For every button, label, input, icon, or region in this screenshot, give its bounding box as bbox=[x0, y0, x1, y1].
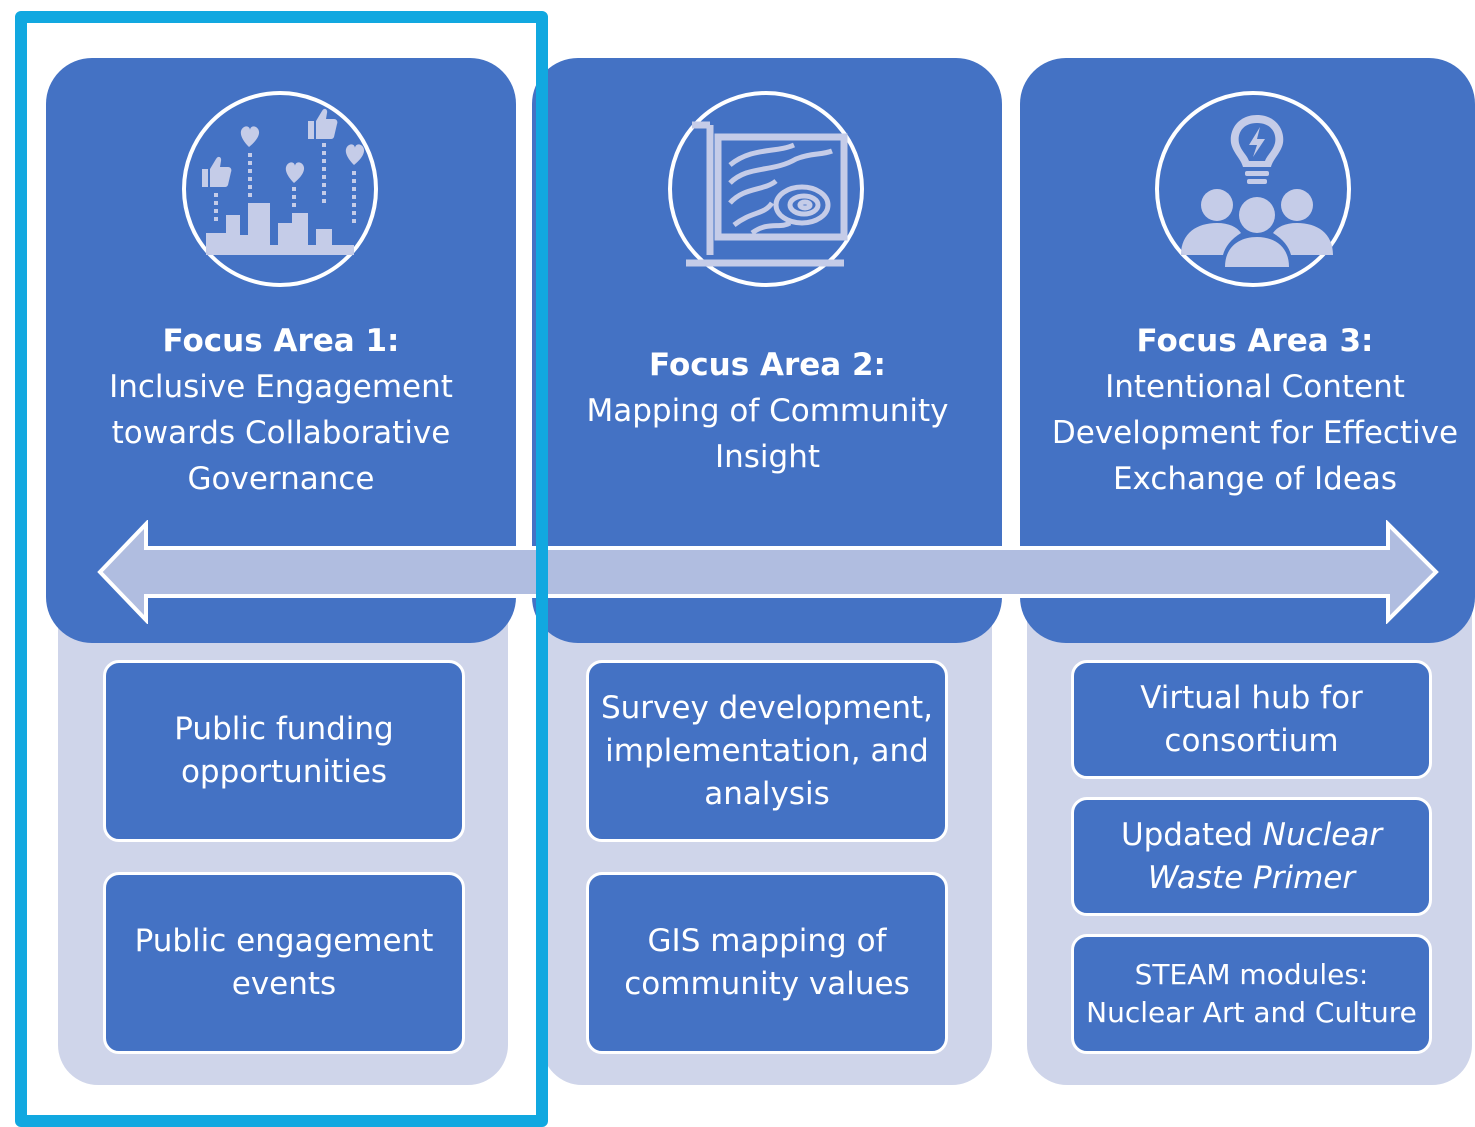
focus-area-1-heading: Focus Area 1: Inclusive Engagement towar… bbox=[60, 318, 502, 502]
item-label: Public funding opportunities bbox=[174, 711, 394, 790]
focus-area-3-item-3: STEAM modules: Nuclear Art and Culture bbox=[1071, 934, 1432, 1054]
item-label: Virtual hub for consortium bbox=[1140, 679, 1363, 759]
focus-area-2-heading: Focus Area 2: Mapping of Community Insig… bbox=[575, 342, 960, 480]
city-likes-icon bbox=[182, 91, 378, 287]
focus-area-1-title: Focus Area 1: bbox=[162, 323, 400, 359]
focus-area-3-item-1: Virtual hub for consortium bbox=[1071, 660, 1432, 779]
item-label: Updated Nuclear Waste Primer bbox=[1084, 814, 1419, 900]
item-label: STEAM modules: Nuclear Art and Culture bbox=[1086, 958, 1417, 1029]
double-arrow bbox=[97, 520, 1439, 624]
focus-area-3-title: Focus Area 3: bbox=[1136, 323, 1374, 359]
item-label-prefix: Updated bbox=[1120, 816, 1263, 853]
item-label-emphasis: Nuclear Waste Primer bbox=[1147, 816, 1383, 896]
focus-area-3-subtitle: Intentional Content Development for Effe… bbox=[1051, 369, 1459, 497]
focus-area-2-title: Focus Area 2: bbox=[649, 347, 886, 383]
focus-area-2-item-1: Survey development, implementation, and … bbox=[586, 660, 948, 842]
item-label: Public engagement events bbox=[134, 923, 434, 1002]
focus-area-1-subtitle: Inclusive Engagement towards Collaborati… bbox=[109, 369, 453, 497]
focus-area-3-item-2: Updated Nuclear Waste Primer bbox=[1071, 797, 1432, 916]
focus-area-3-heading: Focus Area 3: Intentional Content Develo… bbox=[1036, 318, 1474, 502]
team-idea-icon bbox=[1155, 91, 1351, 287]
focus-area-2-item-2: GIS mapping of community values bbox=[586, 872, 948, 1054]
item-label: Survey development, implementation, and … bbox=[600, 689, 934, 812]
focus-area-1-item-1: Public funding opportunities bbox=[103, 660, 465, 842]
item-label: GIS mapping of community values bbox=[624, 923, 910, 1002]
focus-area-2-subtitle: Mapping of Community Insight bbox=[586, 393, 949, 475]
topographic-map-icon bbox=[668, 91, 864, 287]
focus-area-1-item-2: Public engagement events bbox=[103, 872, 465, 1054]
focus-area-1-highlight bbox=[15, 11, 548, 1127]
